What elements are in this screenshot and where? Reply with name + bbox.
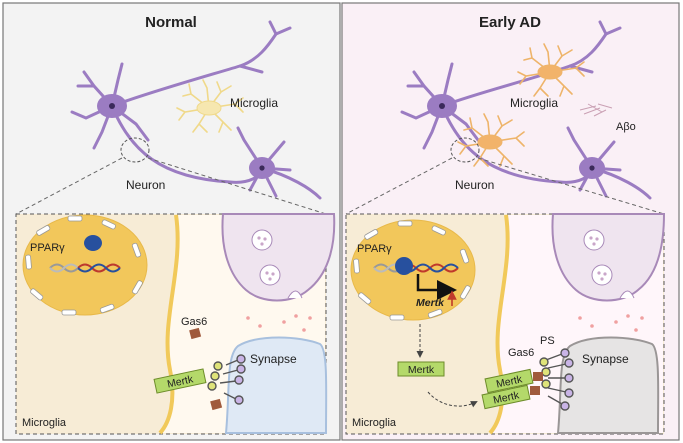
early-ad-mertk-free-label: Mertk — [408, 364, 435, 376]
early-ad-title: Early AD — [479, 14, 541, 31]
early-ad-inset-microglia-label: Microglia — [352, 417, 397, 429]
early-ad-synapse-label: Synapse — [582, 352, 629, 366]
early-ad-ps-label: PS — [540, 335, 555, 347]
normal-title: Normal — [145, 14, 197, 31]
early-ad-gas6-label: Gas6 — [508, 347, 534, 359]
normal-microglia-label: Microglia — [230, 96, 278, 110]
normal-mertk-label: Mertk — [166, 373, 195, 390]
normal-gas6-label: Gas6 — [181, 316, 207, 328]
early-ad-neuron-label: Neuron — [455, 178, 494, 192]
normal-panel: Normal Microglia Neuron — [2, 2, 341, 441]
pparg-icon — [84, 235, 102, 251]
early-ad-panel: Early AD Microglia Aβo Neuron — [341, 2, 680, 441]
abeta-icon — [579, 103, 613, 117]
pparg-icon — [395, 257, 413, 275]
early-ad-microglia-label: Microglia — [510, 96, 558, 110]
early-ad-mertk-2-label: Mertk — [492, 389, 521, 406]
early-ad-mertk-gene-label: Mertk — [416, 297, 445, 309]
normal-inset-microglia-label: Microglia — [22, 417, 67, 429]
normal-inset: PPARγ S — [15, 213, 336, 435]
normal-neuron-label: Neuron — [126, 178, 165, 192]
early-ad-mertk-1-label: Mertk — [495, 373, 524, 390]
dna-icon — [49, 263, 121, 273]
synapse-icon — [551, 213, 666, 302]
normal-synapse-label: Synapse — [250, 352, 297, 366]
receptor-icon — [539, 348, 574, 411]
early-ad-abeta-label: Aβo — [616, 121, 636, 133]
synapse-icon — [221, 213, 336, 302]
receptor-icon — [207, 354, 246, 405]
normal-pparg-label: PPARγ — [30, 242, 65, 254]
early-ad-pparg-label: PPARγ — [357, 243, 392, 255]
early-ad-inset: PPARγ Mertk Mertk — [345, 213, 666, 435]
